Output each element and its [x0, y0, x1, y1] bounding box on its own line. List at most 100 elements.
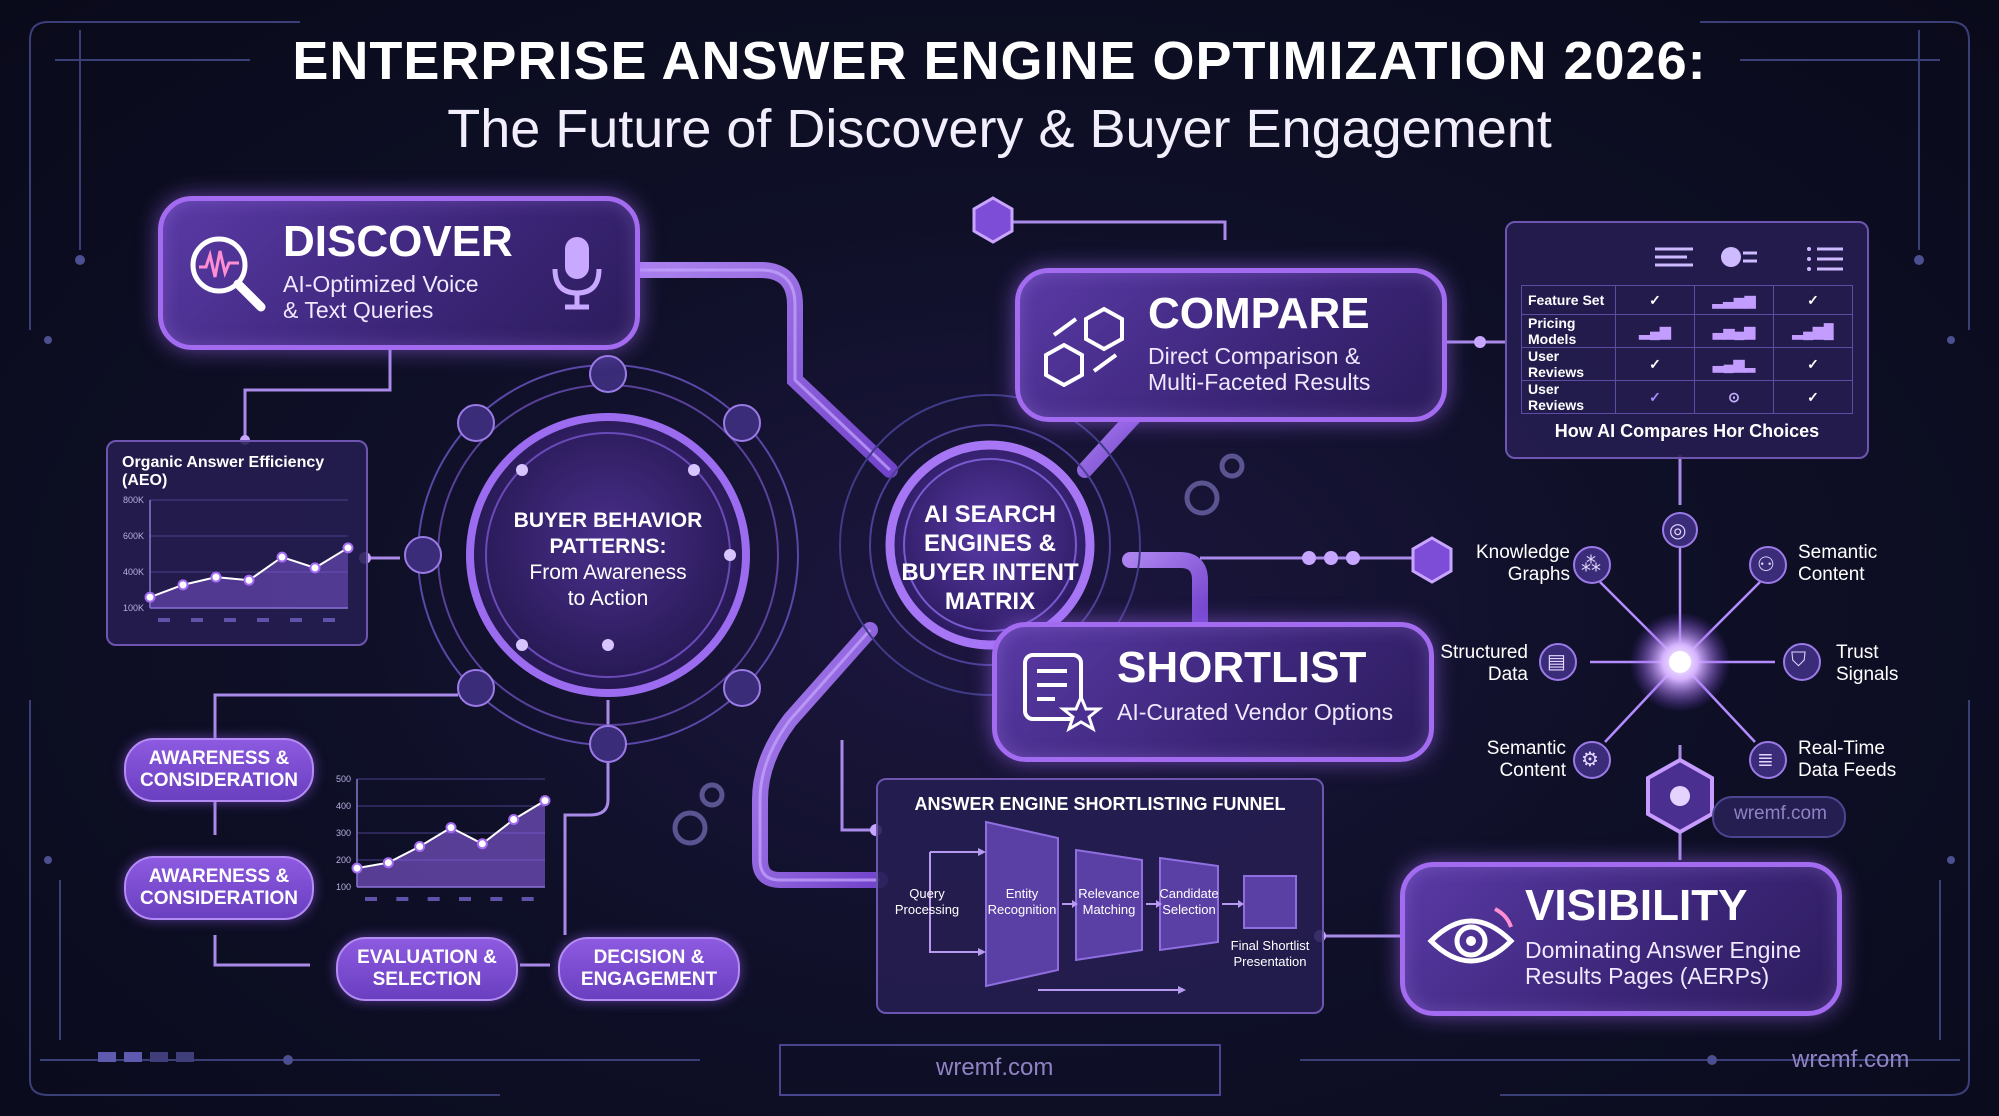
data-point [177, 579, 189, 591]
data-point [210, 571, 222, 583]
bar-mini-icon: ▂▄▆ [1615, 314, 1695, 348]
check-icon: ✓ [1615, 347, 1695, 381]
discover-line1: AI-Optimized Voice [283, 271, 479, 297]
y-tick-label: 200 [336, 855, 351, 865]
semantic-content-icon: ⚇ [1757, 554, 1775, 576]
x-tick-mark [396, 897, 409, 901]
visibility-card: VISIBILITY Dominating Answer Engine Resu… [1400, 862, 1842, 1016]
y-tick-label: 400 [336, 801, 351, 811]
y-tick-label: 600K [123, 531, 144, 541]
shortlist-heading: SHORTLIST [1117, 643, 1367, 692]
watermark-center: wremf.com [936, 1054, 1054, 1081]
data-point [243, 574, 255, 586]
bar-mini-icon: ▃▄▆▂ [1694, 347, 1774, 381]
check-icon: ✓ [1615, 380, 1695, 414]
x-tick-mark [427, 897, 440, 901]
knowledge-graph-icon: ⁂ [1581, 554, 1601, 576]
funnel-query-processing: Query Processing [894, 886, 960, 917]
stage-area-chart: 100 200 300 400 500 [336, 774, 551, 901]
y-tick-label: 300 [336, 828, 351, 838]
compare-table-caption: How AI Compares Hor Choices [1554, 421, 1820, 441]
row-label: Feature Set [1521, 285, 1616, 315]
hub-label: AI SEARCH ENGINES & BUYER INTENT MATRIX [890, 500, 1090, 616]
label-semantic-content-top: Semantic Content [1798, 542, 1878, 585]
data-point [276, 551, 288, 563]
table-row: Feature Set ✓ ▂▃▅▆ ✓ [1521, 285, 1853, 315]
x-tick-mark [490, 897, 503, 901]
data-point [342, 542, 354, 554]
hub-line4: MATRIX [944, 588, 1036, 615]
x-tick-mark [459, 897, 471, 901]
visibility-heading: VISIBILITY [1525, 881, 1748, 930]
aeo-line-chart: 100K 400K 600K 800K [123, 495, 354, 622]
x-tick-mark [257, 618, 269, 622]
funnel-entity-recognition: Entity Recognition [987, 886, 1057, 917]
microphone-icon [552, 237, 602, 310]
funnel-relevance-matching: Relevance Matching [1078, 886, 1140, 917]
compare-line1: Direct Comparison & [1148, 343, 1361, 369]
x-tick-mark [191, 618, 203, 622]
circle-check-icon: ⊙ [1694, 380, 1774, 414]
x-tick-mark [521, 897, 534, 901]
y-tick-label: 100K [123, 603, 144, 613]
table-row: Pricing Models ▂▄▆ ▃▅▄▆ ▂▄▆█ [1521, 314, 1853, 348]
watermark-badge [1712, 796, 1846, 838]
y-tick-label: 800K [123, 495, 144, 505]
discover-card: DISCOVER AI-Optimized Voice & Text Queri… [158, 196, 640, 350]
cube-compare-icon [1044, 306, 1124, 387]
discover-line2: & Text Queries [283, 297, 434, 323]
y-tick-label: 500 [336, 774, 351, 784]
journey-step-evaluation: EVALUATION & SELECTION [336, 937, 518, 1001]
compare-heading: COMPARE [1148, 289, 1370, 338]
journey-step-awareness-2: AWARENESS & CONSIDERATION [124, 856, 314, 920]
database-icon: ≣ [1757, 749, 1774, 771]
watermark-badge-text: wremf.com [1734, 803, 1827, 824]
data-point [445, 822, 457, 834]
data-point [539, 795, 551, 807]
check-icon: ✓ [1773, 347, 1853, 381]
visibility-line2: Results Pages (AERPs) [1525, 963, 1770, 989]
buyer-line3: From Awareness [529, 561, 687, 584]
buyer-behavior-label: BUYER BEHAVIOR PATTERNS: From Awareness … [508, 508, 708, 612]
x-tick-mark [224, 618, 236, 622]
x-tick-mark [365, 897, 377, 901]
data-point [309, 562, 321, 574]
y-tick-label: 100 [336, 882, 351, 892]
label-realtime-data-feeds: Real-Time Data Feeds [1798, 738, 1897, 781]
bar-mini-icon: ▃▅▄▆ [1694, 314, 1774, 348]
discover-heading: DISCOVER [283, 217, 513, 266]
hub-line3: BUYER INTENT [901, 559, 1079, 586]
row-label: User Reviews [1521, 347, 1616, 381]
data-point [382, 857, 394, 869]
journey-step-decision: DECISION & ENGAGEMENT [558, 937, 740, 1001]
network-icon: ⚙ [1581, 749, 1599, 771]
structured-data-icon: ▤ [1547, 651, 1566, 673]
journey-step-awareness-1: AWARENESS & CONSIDERATION [124, 738, 314, 802]
buyer-line2: PATTERNS: [549, 535, 667, 558]
page-title: ENTERPRISE ANSWER ENGINE OPTIMIZATION 20… [292, 31, 1707, 91]
watermark-right: wremf.com [1792, 1046, 1910, 1073]
compare-table: Feature Set ✓ ▂▃▅▆ ✓ Pricing Models ▂▄▆ … [1521, 285, 1853, 414]
bar-mini-icon: ▂▄▆█ [1773, 314, 1853, 348]
funnel-candidate-selection: Candidate Selection [1159, 886, 1219, 917]
aeo-chart-title: Organic Answer Efficiency (AEO) [122, 454, 325, 489]
table-header-icons [1655, 247, 1843, 271]
check-icon: ✓ [1773, 285, 1853, 315]
shortlist-line1: AI-Curated Vendor Options [1117, 699, 1394, 725]
eye-icon [1427, 907, 1515, 964]
data-point [144, 591, 156, 603]
compare-card: COMPARE Direct Comparison & Multi-Facete… [1015, 268, 1447, 422]
funnel-final-shortlist: Final Shortlist Presentation [1230, 938, 1310, 969]
label-trust-signals: Trust Signals [1836, 642, 1899, 685]
table-row: User Reviews ✓ ▃▄▆▂ ✓ [1521, 347, 1853, 381]
label-semantic-content-bottom: Semantic Content [1486, 738, 1566, 781]
funnel-title: ANSWER ENGINE SHORTLISTING FUNNEL [914, 794, 1286, 814]
data-point [476, 838, 488, 850]
y-tick-label: 400K [123, 567, 144, 577]
page-subtitle: The Future of Discovery & Buyer Engageme… [447, 99, 1552, 159]
shield-icon: ⛉ [1791, 649, 1806, 671]
checklist-star-icon [1023, 653, 1103, 733]
label-knowledge-graphs: Knowledge Graphs [1475, 542, 1570, 585]
